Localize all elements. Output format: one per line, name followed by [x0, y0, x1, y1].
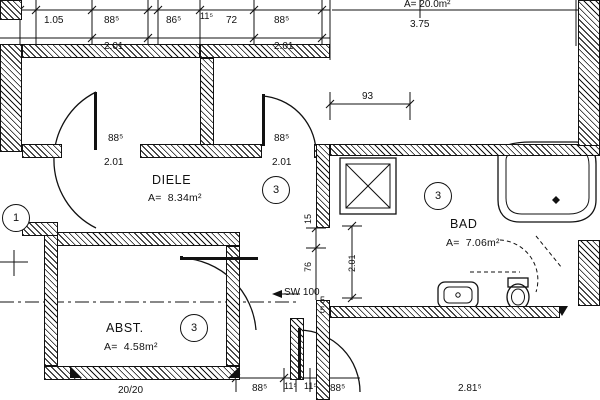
wall-vert-bad: [316, 144, 330, 228]
sw-sub: 5: [320, 295, 326, 305]
wall-diele-top-a: [22, 144, 62, 158]
wall-bottom-mid-vert: [290, 318, 304, 380]
door-leaf-abst: [180, 257, 258, 260]
door-leaf-diele-right: [262, 94, 265, 146]
door-dim-2-top: 88⁵: [274, 133, 290, 144]
room-area-bad: A= 7.06m²: [446, 237, 500, 249]
dim-top-6: 88⁵: [274, 15, 290, 26]
wall-bad-top: [330, 144, 600, 156]
wall-diele-top-b: [140, 144, 262, 158]
marker-bad-label: 3: [434, 190, 442, 202]
room-area-diele: A= 8.34m²: [148, 192, 202, 204]
wall-abst-right: [226, 246, 240, 366]
bad-dashed-arc: [499, 239, 539, 293]
door-arc-diele-left: [53, 91, 97, 229]
room-label-bad: BAD: [450, 217, 478, 231]
dim-bottom-2020: 20/20: [118, 385, 144, 396]
door-arc-diele-right: [261, 95, 317, 151]
dim-top-right-area: A= 20.0m²: [404, 0, 451, 10]
room-area-abst: A= 4.58m²: [104, 341, 158, 353]
sw-arrow: [272, 290, 300, 298]
dim-bottom-885-a: 88⁵: [252, 383, 268, 394]
dim-bottom-885-b: 88⁵: [330, 383, 346, 394]
wall-abst-top: [44, 232, 240, 246]
dim-top-lower-1: 2.01: [104, 41, 124, 52]
wall-top-left: [22, 44, 200, 58]
sw-sub2: 5: [320, 305, 326, 315]
dim-top-2: 88⁵: [104, 15, 120, 26]
dim-top-lower-2: 2.01: [274, 41, 294, 52]
door-dim-1-top: 88⁵: [108, 133, 124, 144]
dim-vert-76: 76: [303, 261, 313, 272]
dim-bottom-115-b: 11⁵: [304, 381, 318, 391]
marker-bad[interactable]: 3: [424, 182, 452, 210]
marker-diele-label: 3: [272, 184, 280, 196]
dim-93: [325, 92, 415, 120]
marker-1-label: 1: [12, 212, 20, 224]
dim-top-4: 11⁵: [200, 11, 214, 21]
dim-bottom-115-a: 11⁵: [284, 381, 298, 391]
dim-top-1: 1.05: [44, 15, 64, 26]
wall-bad-bottom: [330, 306, 560, 318]
door-dim-1-bottom: 2.01: [104, 157, 124, 168]
door-arc-bottom: [299, 329, 361, 393]
door-leaf-bottom: [298, 328, 301, 380]
dim-93-label: 93: [362, 91, 374, 102]
wall-right-outer-lower: [578, 240, 600, 306]
room-label-abst: ABST.: [106, 321, 144, 335]
dim-bottom-2815: 2.81⁵: [458, 383, 482, 394]
wash-basin: [437, 281, 479, 309]
wall-top-mid: [200, 44, 330, 58]
wall-right-outer: [578, 0, 600, 146]
dim-top-right-375: 3.75: [410, 19, 430, 30]
room-label-diele: DIELE: [152, 173, 192, 187]
wall-left-outer: [0, 44, 22, 152]
shower-tray: [339, 157, 397, 215]
dim-top-3: 86⁵: [166, 15, 182, 26]
dim-vert-15: 15: [303, 213, 313, 224]
wall-vert-200: [200, 58, 214, 148]
door-leaf-diele-left: [94, 92, 97, 150]
door-dim-2-bottom: 2.01: [272, 157, 292, 168]
dim-vert-201: 2.01: [347, 254, 357, 272]
marker-abst[interactable]: 3: [180, 314, 208, 342]
sw-label: SW 100: [284, 287, 320, 298]
marker-diele[interactable]: 3: [262, 176, 290, 204]
dim-top-5: 72: [226, 15, 238, 26]
marker-1[interactable]: 1: [2, 204, 30, 232]
left-dimension-ticks: [0, 250, 28, 276]
bad-dash-leader-2: [535, 235, 563, 269]
marker-abst-label: 3: [190, 322, 198, 334]
wall-abst-left: [44, 232, 58, 366]
wall-left-top-stub: [0, 0, 22, 20]
